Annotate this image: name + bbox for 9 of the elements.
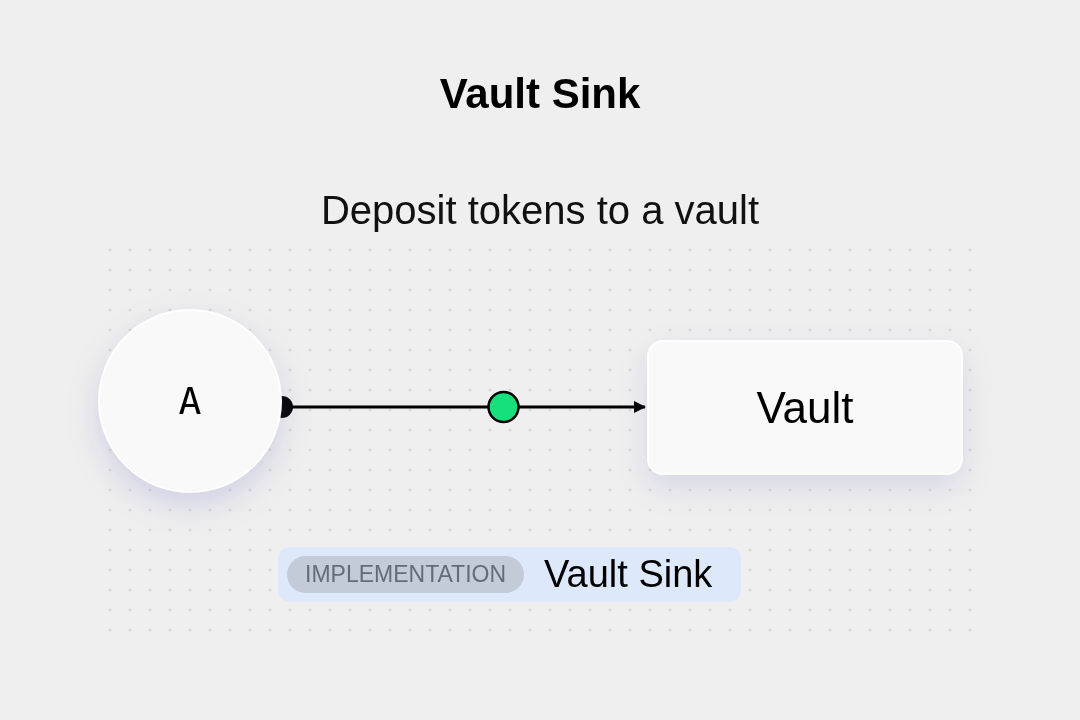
title: Vault Sink: [439, 69, 641, 119]
node-label: A: [178, 377, 202, 425]
vault-box: [647, 340, 963, 475]
node-label: Vault: [756, 381, 854, 434]
subtitle: Deposit tokens to a vault: [321, 187, 759, 234]
pill-label: IMPLEMENTATION: [305, 560, 507, 590]
implementation-tag: [278, 547, 742, 602]
implementation-name: Vault Sink: [544, 552, 714, 597]
category-pill: [287, 556, 525, 593]
